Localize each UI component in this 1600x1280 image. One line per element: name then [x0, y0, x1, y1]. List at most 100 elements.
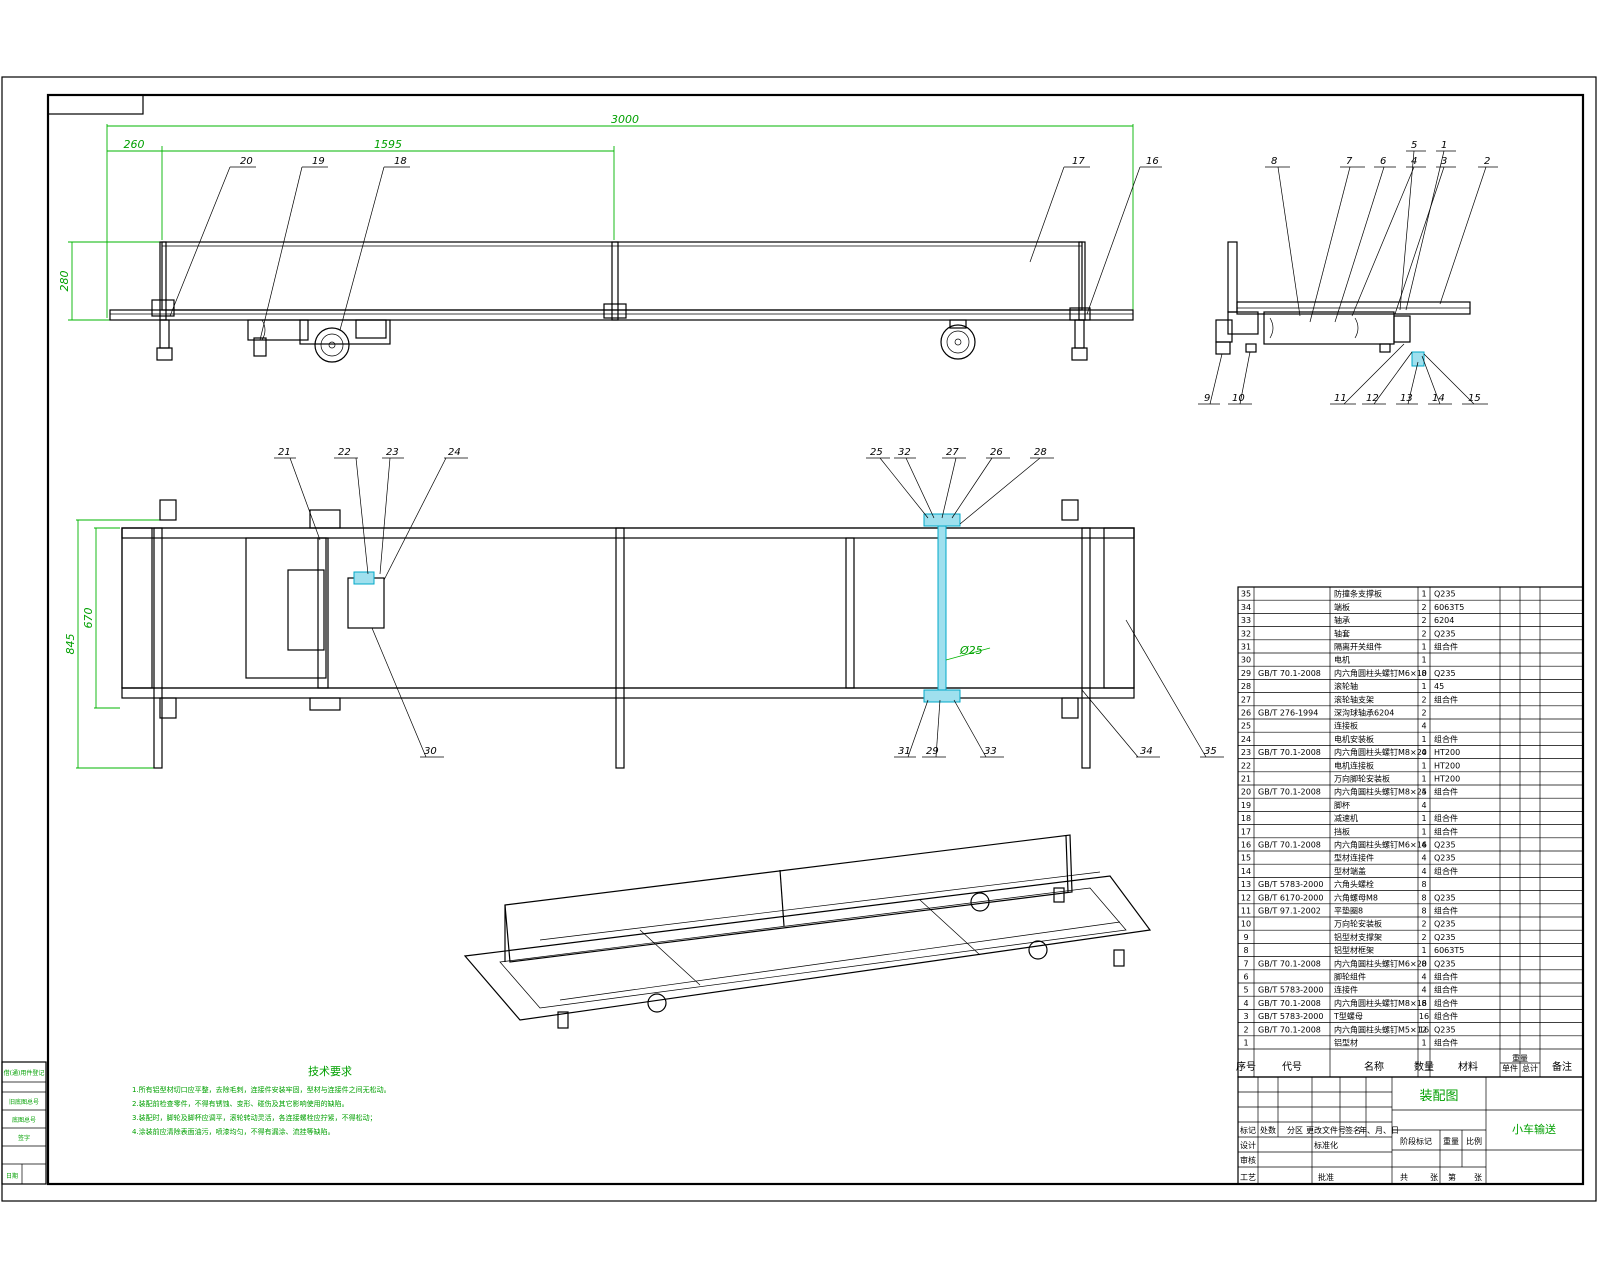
bom-cell-r11-c0: 24	[1241, 735, 1251, 744]
stage-label: 阶段标记	[1400, 1136, 1432, 1146]
balloon-31: 31	[898, 746, 911, 757]
bom-cell-r27-c3: 1	[1421, 946, 1426, 955]
bom-cell-r6-c3: 8	[1421, 669, 1426, 678]
bom-cell-r1-c4: 6063T5	[1434, 603, 1464, 612]
bom-cell-r32-c1: GB/T 5783-2000	[1258, 1012, 1323, 1021]
bom-cell-r33-c0: 2	[1243, 1025, 1248, 1034]
bom-cell-r19-c0: 16	[1241, 841, 1251, 850]
bom-cell-r31-c0: 4	[1243, 999, 1248, 1008]
dim-height: 280	[58, 271, 71, 292]
bom-cell-r24-c4: 组合件	[1434, 906, 1458, 916]
balloon-4: 4	[1411, 156, 1417, 167]
bom-cell-r3-c3: 2	[1421, 629, 1426, 638]
bom-cell-r20-c2: 型材连接件	[1334, 853, 1374, 863]
balloon-27: 27	[946, 447, 959, 458]
plan-view: 845 670 Ø25 21 22 23	[64, 447, 1224, 769]
bom-cell-r33-c2: 内六角圆柱头螺钉M5×12	[1334, 1024, 1427, 1034]
bom-cell-r15-c2: 内六角圆柱头螺钉M8×25	[1334, 787, 1427, 797]
balloon-8: 8	[1271, 156, 1277, 167]
left-margin-strip: 借(通)用件登记 旧底图总号 底图总号 签字 日期	[1, 1061, 47, 1185]
balloon-12: 12	[1366, 393, 1379, 404]
bom-cell-r23-c3: 8	[1421, 893, 1426, 902]
dim-total: 3000	[611, 113, 639, 126]
bom-cell-r16-c2: 脚杯	[1334, 800, 1350, 810]
bom-cell-r17-c0: 18	[1241, 814, 1251, 823]
balloon-16: 16	[1146, 156, 1159, 167]
bom-cell-r2-c2: 轴承	[1334, 615, 1350, 625]
drawing-number-box	[47, 94, 144, 115]
bom-cell-r32-c2: T型螺母	[1333, 1011, 1363, 1021]
bom-cell-r10-c2: 连接板	[1334, 721, 1358, 731]
bom-cell-r4-c0: 31	[1241, 643, 1251, 652]
bom-header-1: 代号	[1282, 1061, 1302, 1073]
role-label-2: 审核	[1240, 1155, 1256, 1165]
bom-cell-r30-c4: 组合件	[1434, 985, 1458, 995]
bom-cell-r28-c1: GB/T 70.1-2008	[1258, 959, 1321, 968]
bom-cell-r11-c4: 组合件	[1434, 734, 1458, 744]
bom-cell-r21-c0: 14	[1241, 867, 1251, 876]
bom-header-3: 数量	[1414, 1060, 1434, 1073]
bom-cell-r32-c0: 3	[1243, 1012, 1248, 1021]
bom-cell-r34-c2: 铝型材	[1334, 1038, 1358, 1048]
balloon-32: 32	[898, 447, 911, 458]
bom-cell-r6-c0: 29	[1241, 669, 1251, 678]
sheet-label-1: 张	[1430, 1173, 1438, 1182]
bom-cell-r29-c3: 4	[1421, 973, 1426, 982]
rev-label-5: 年、月、日	[1359, 1125, 1399, 1135]
weight-label: 重量	[1443, 1136, 1459, 1146]
bom-cell-r7-c0: 28	[1241, 682, 1251, 691]
bom-cell-r0-c3: 1	[1421, 590, 1426, 599]
bom-cell-r21-c3: 4	[1421, 867, 1426, 876]
bom-cell-r34-c3: 1	[1421, 1039, 1426, 1048]
bom-cell-r7-c3: 1	[1421, 682, 1426, 691]
bom-cell-r20-c3: 4	[1421, 854, 1426, 863]
bom-cell-r26-c0: 9	[1243, 933, 1248, 942]
outer-border	[1, 76, 1597, 1202]
sheet-label-2: 第	[1448, 1172, 1456, 1182]
bom-cell-r2-c4: 6204	[1434, 616, 1454, 625]
role-label-4: 批准	[1318, 1172, 1334, 1182]
balloon-13: 13	[1400, 393, 1413, 404]
bom-cell-r28-c3: 8	[1421, 959, 1426, 968]
bom-cell-r14-c4: HT200	[1434, 775, 1460, 784]
bom-cell-r13-c3: 1	[1421, 761, 1426, 770]
bom-cell-r19-c4: Q235	[1434, 841, 1456, 850]
bom-cell-r9-c3: 2	[1421, 709, 1426, 718]
bom-cell-r11-c2: 电机安装板	[1334, 734, 1374, 744]
bom-cell-r11-c3: 1	[1421, 735, 1426, 744]
bom-cell-r26-c2: 铝型材支撑架	[1334, 932, 1382, 942]
bom-cell-r8-c3: 2	[1421, 695, 1426, 704]
bom-cell-r27-c4: 6063T5	[1434, 946, 1464, 955]
title-block: 标记 处数 分区 更改文件号 签名 年、月、日 设计 标准化 审核 工艺 批准 …	[1237, 1076, 1584, 1185]
balloon-1: 2	[1484, 156, 1490, 167]
scale-label: 比例	[1466, 1136, 1482, 1146]
bom-cell-r12-c2: 内六角圆柱头螺钉M8×20	[1334, 747, 1427, 757]
bom-cell-r7-c4: 45	[1434, 682, 1444, 691]
balloon-11: 11	[1334, 393, 1347, 404]
bom-cell-r23-c4: Q235	[1434, 893, 1456, 902]
bom-cell-r24-c2: 平垫圈8	[1334, 906, 1363, 916]
bom-cell-r10-c3: 4	[1421, 722, 1426, 731]
bom-cell-r9-c2: 深沟球轴承6204	[1334, 708, 1394, 718]
bom-cell-r0-c2: 防撞条支撑板	[1334, 589, 1382, 599]
bom-header-5: 单件	[1502, 1063, 1518, 1073]
bom-cell-r7-c2: 滚轮轴	[1334, 681, 1358, 691]
bom-cell-r15-c4: 组合件	[1434, 787, 1458, 797]
tech-req-line-1: 1.所有铝型材切口应平整，去除毛刺，连接件安装牢固，型材与连接件之间无松动。	[132, 1085, 391, 1094]
dim-outer: 845	[64, 634, 77, 655]
bom-cell-r32-c3: 16	[1419, 1012, 1429, 1021]
bom-cell-r0-c0: 35	[1241, 590, 1251, 599]
bom-cell-r31-c4: 组合件	[1434, 998, 1458, 1008]
bom-cell-r24-c3: 8	[1421, 907, 1426, 916]
bom-cell-r31-c3: 8	[1421, 999, 1426, 1008]
balloon-18: 18	[394, 156, 407, 167]
bom-cell-r1-c2: 端板	[1334, 602, 1350, 612]
bom-cell-r21-c2: 型材端盖	[1334, 866, 1366, 876]
balloon-2: 1	[1441, 140, 1447, 151]
balloon-35: 35	[1204, 746, 1217, 757]
tech-req-line-3: 3.装配时，脚轮及脚杯应调平，滚轮转动灵活，各连接螺栓应拧紧，不得松动；	[132, 1113, 377, 1122]
bom-cell-r3-c0: 32	[1241, 629, 1251, 638]
balloon-25: 25	[870, 447, 883, 458]
balloon-30: 30	[424, 746, 437, 757]
balloon-23: 23	[386, 447, 399, 458]
